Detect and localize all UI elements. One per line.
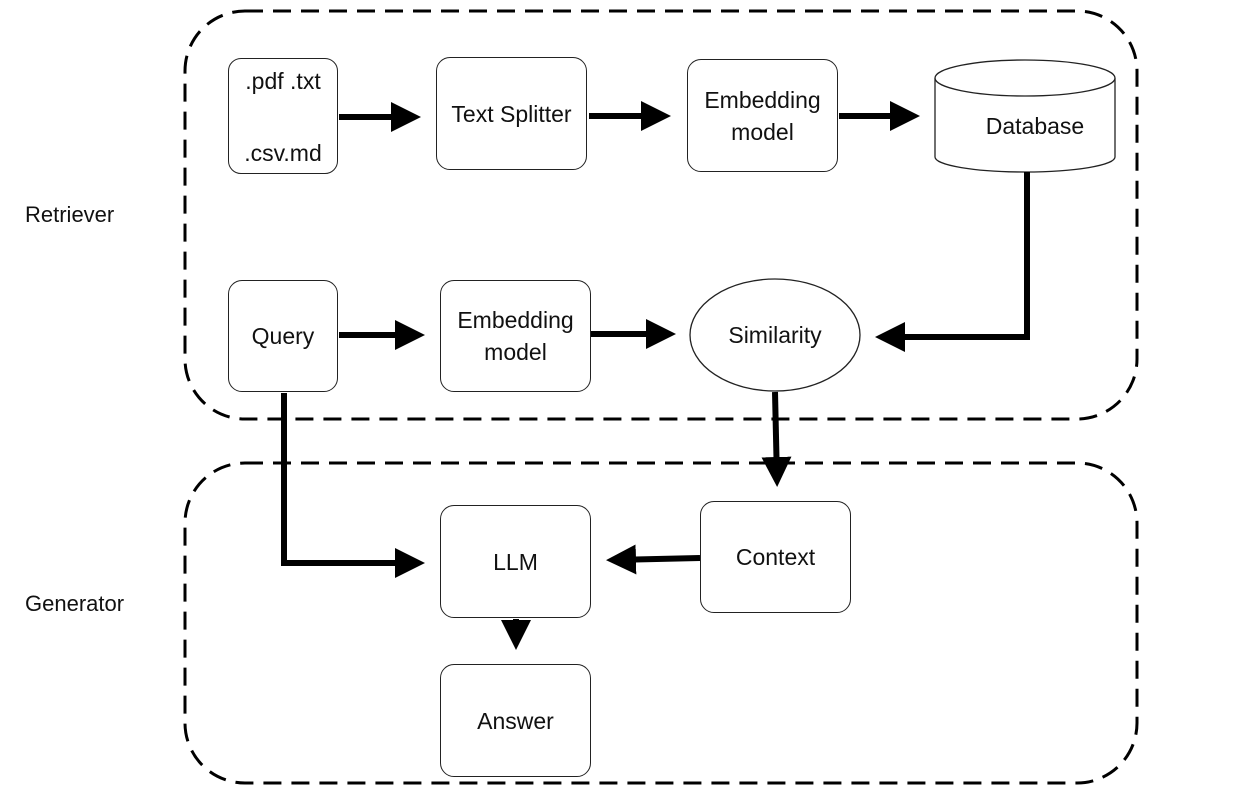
source-files-node: .pdf .txt .csv.md xyxy=(228,58,338,174)
embedding-bottom-line1: Embedding xyxy=(457,307,574,333)
generator-group-boundary xyxy=(183,461,1139,785)
llm-node: LLM xyxy=(440,505,591,618)
database-label: Database xyxy=(985,113,1085,139)
generator-label: Generator xyxy=(25,591,125,616)
answer-node: Answer xyxy=(440,664,591,777)
arrow-database-to-similarity xyxy=(875,172,1030,352)
files-top-label: .pdf .txt xyxy=(245,68,321,94)
text-splitter-node: Text Splitter xyxy=(436,57,587,170)
similarity-label: Similarity xyxy=(728,321,822,348)
embedding-model-bottom-node: Embedding model xyxy=(440,280,591,392)
embedding-top-line1: Embedding xyxy=(704,86,821,113)
embedding-top-line2: model xyxy=(731,118,794,145)
llm-label: LLM xyxy=(493,548,538,575)
query-node: Query xyxy=(228,280,338,392)
context-label: Context xyxy=(735,544,816,570)
query-label: Query xyxy=(251,323,315,349)
database-cylinder xyxy=(934,59,1116,173)
files-bottom-label: .csv.md xyxy=(244,140,322,166)
similarity-label-wrap: Similarity xyxy=(690,279,860,391)
context-node: Context xyxy=(700,501,851,613)
similarity-ellipse xyxy=(689,278,861,392)
arrow-query-to-llm xyxy=(281,393,425,578)
retriever-label: Retriever xyxy=(25,202,115,227)
answer-label: Answer xyxy=(477,707,554,734)
embedding-model-top-node: Embedding model xyxy=(687,59,838,172)
embedding-bottom-line2: model xyxy=(484,339,547,365)
arrow-similarity-to-context xyxy=(761,391,792,487)
text-splitter-label: Text Splitter xyxy=(451,100,572,127)
retriever-group-boundary xyxy=(183,9,1139,421)
arrow-context-to-llm xyxy=(606,544,701,575)
